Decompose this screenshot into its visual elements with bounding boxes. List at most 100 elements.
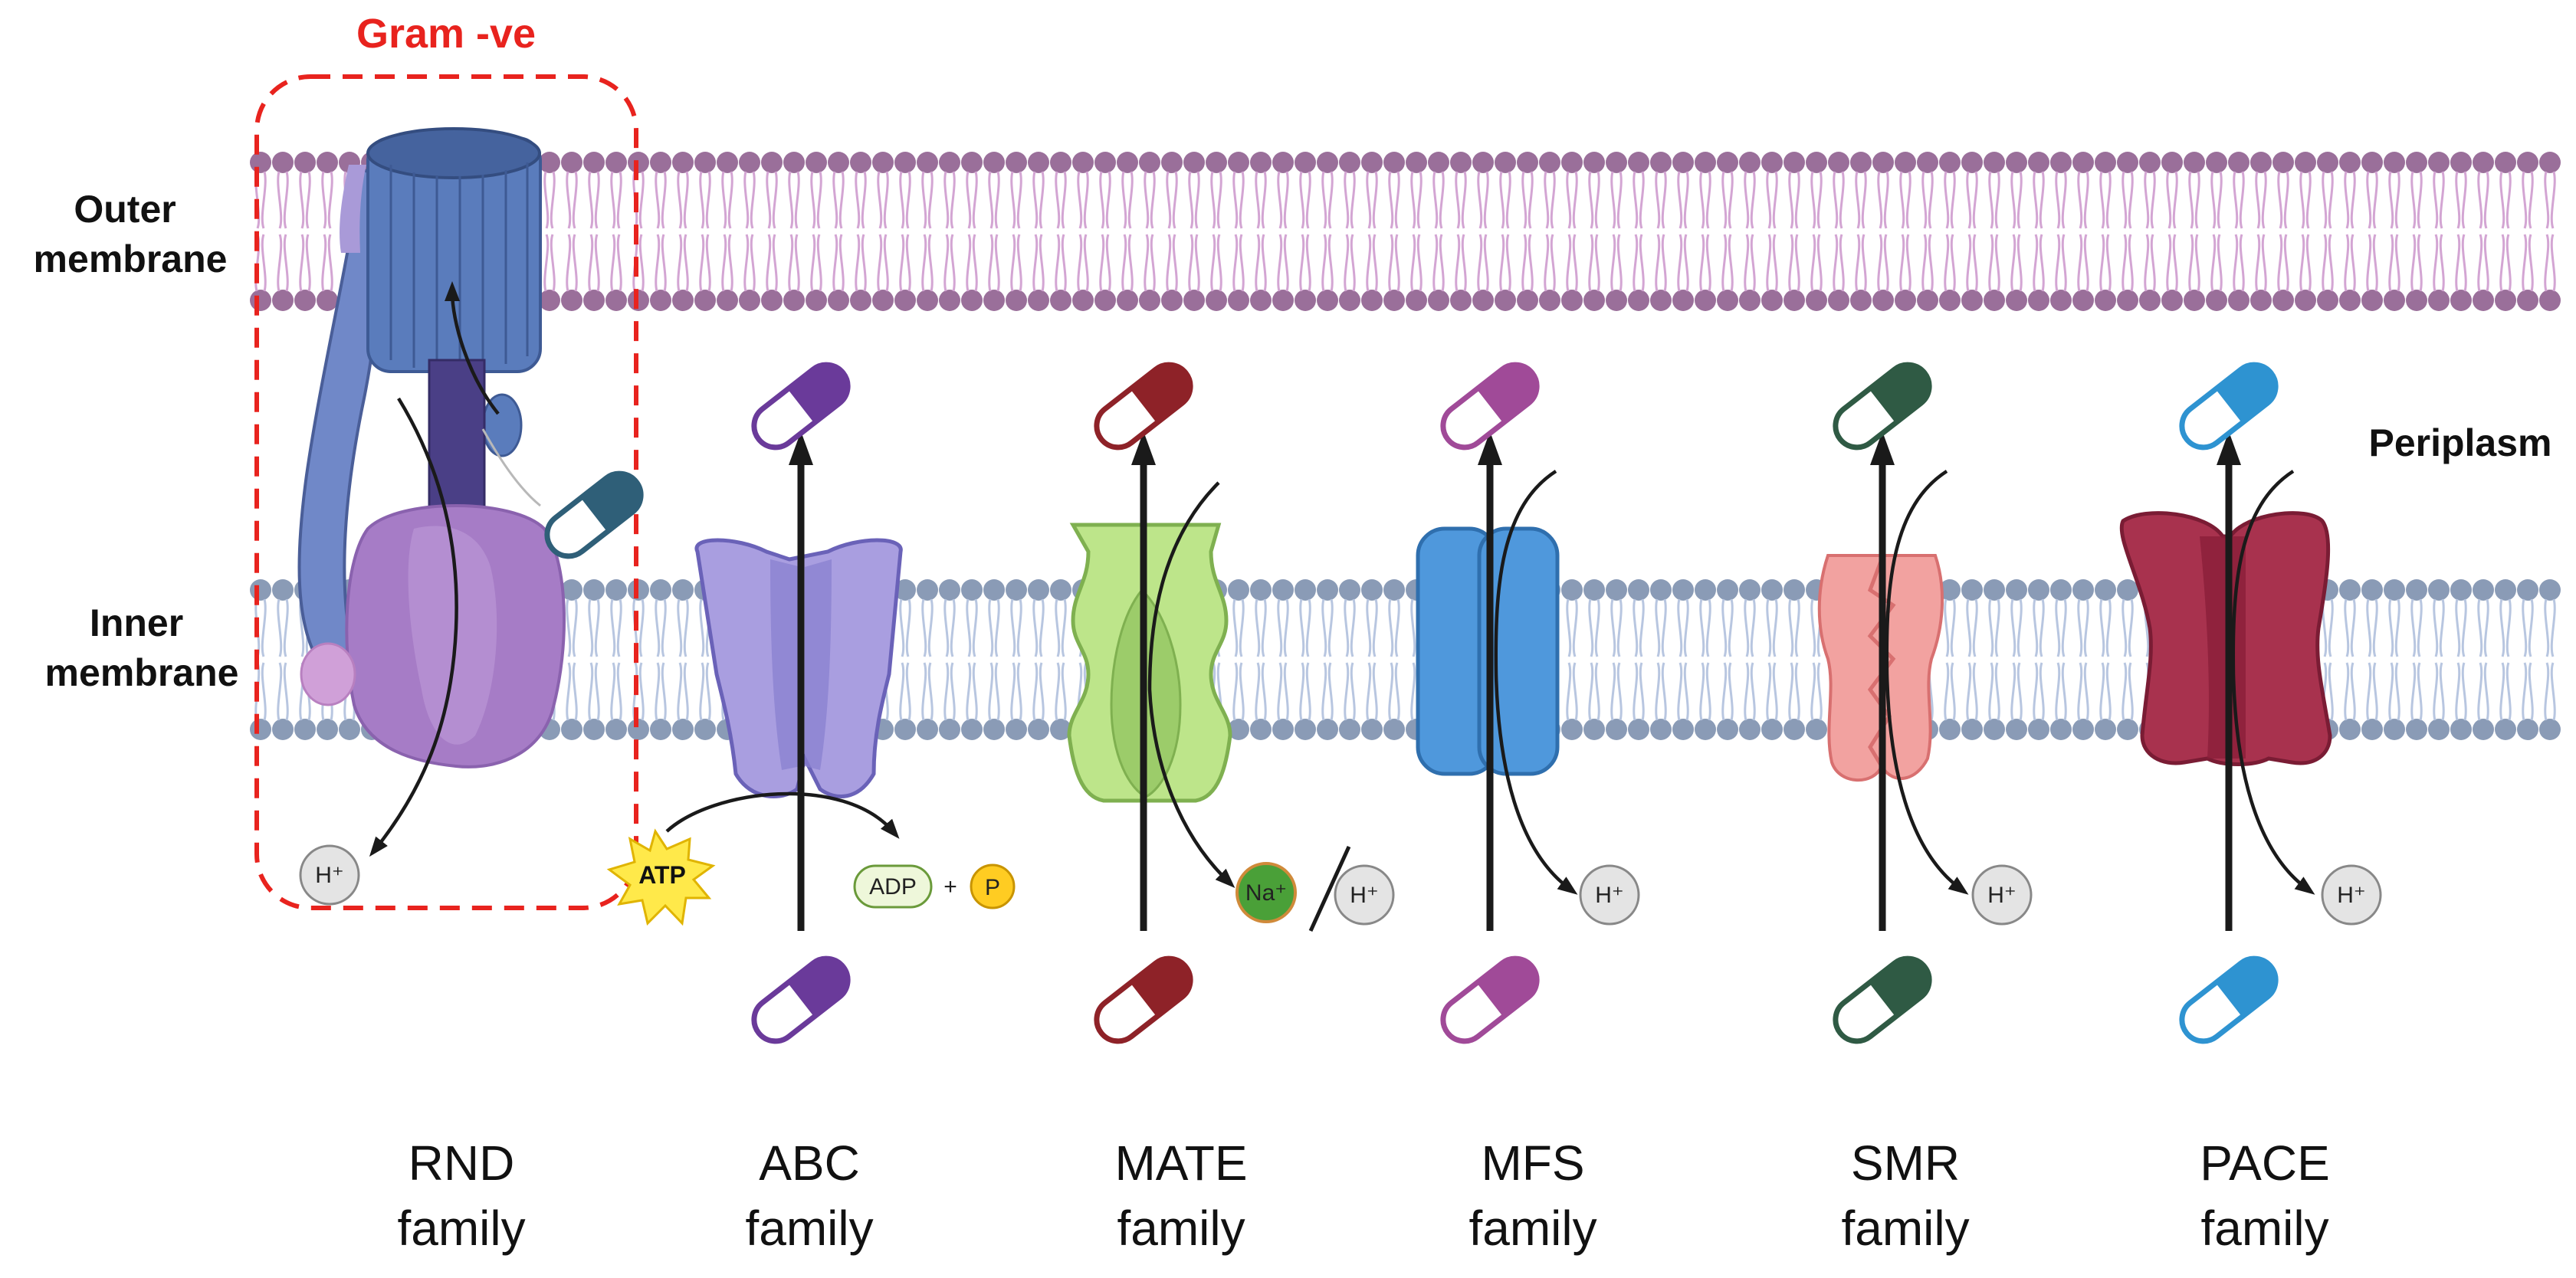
outer-membrane-lipid-head xyxy=(250,152,271,173)
outer-membrane-lipid-head xyxy=(1006,152,1027,173)
outer-membrane-lipid-head xyxy=(2473,290,2494,311)
drug-capsule-top xyxy=(751,362,851,451)
outer-membrane-lipid-head xyxy=(717,290,738,311)
outer-membrane-lipid-head xyxy=(1806,152,1827,173)
outer-membrane-lipid-tail xyxy=(2055,171,2067,292)
outer-membrane-lipid-head xyxy=(1828,152,1849,173)
inner-membrane-lipid-tail xyxy=(988,598,1000,721)
outer-membrane-lipid-head xyxy=(2161,290,2183,311)
gram-negative-label: Gram -ve xyxy=(356,11,536,57)
inner-membrane-lipid-head xyxy=(2361,579,2383,601)
inner-membrane-lipid-head xyxy=(1695,579,1716,601)
pace-proton-label: H⁺ xyxy=(2337,883,2366,908)
family-name-mfs: MFS xyxy=(1481,1135,1584,1191)
outer-membrane-lipid-tail xyxy=(2366,171,2378,292)
outer-membrane-lipid-head xyxy=(1784,290,1805,311)
inner-membrane-lipid-tail xyxy=(2410,598,2423,721)
drug-capsule-bottom xyxy=(2179,955,2279,1044)
outer-membrane-lipid-head xyxy=(2406,290,2427,311)
family-name-mate: MATE xyxy=(1114,1135,1247,1191)
outer-membrane-lipid-head xyxy=(1117,152,1138,173)
outer-membrane-lipid-tail xyxy=(299,171,311,292)
outer-membrane-lipid-tail xyxy=(1699,171,1711,292)
outer-membrane-lipid-head xyxy=(1517,290,1538,311)
outer-membrane-lipid-tail xyxy=(1833,171,1845,292)
outer-membrane-lipid-head xyxy=(1361,152,1383,173)
inner-membrane-lipid-head xyxy=(1695,719,1716,740)
outer-membrane-lipid-tail xyxy=(1210,171,1222,292)
outer-membrane-lipid-tail xyxy=(1810,171,1823,292)
inner-membrane-lipid-head xyxy=(1295,579,1316,601)
inner-membrane-lipid-head xyxy=(1050,579,1071,601)
drug-capsule-bottom-fill xyxy=(787,958,848,1017)
inner-membrane-lipid-head xyxy=(1006,579,1027,601)
inner-membrane-lipid-head xyxy=(2006,579,2027,601)
outer-membrane-lipid-head xyxy=(1272,290,1294,311)
inner-membrane-lipid-head xyxy=(272,579,294,601)
outer-membrane-lipid-head xyxy=(983,290,1005,311)
inner-membrane-lipid-head xyxy=(1317,719,1338,740)
inner-membrane-lipid-head xyxy=(939,579,960,601)
outer-membrane-lipid-tail xyxy=(1321,171,1334,292)
outer-membrane-lipid-tail xyxy=(321,171,333,292)
outer-membrane-lipid-head xyxy=(1206,152,1227,173)
inner-membrane-lipid-tail xyxy=(655,598,667,721)
outer-membrane-lipid-head xyxy=(761,290,783,311)
outer-membrane-lipid-tail xyxy=(2455,171,2467,292)
outer-membrane-lipid-head xyxy=(2428,290,2450,311)
outer-membrane-lipid-head xyxy=(1628,152,1649,173)
outer-membrane-lipid-head xyxy=(583,152,605,173)
inner-membrane-lipid-tail xyxy=(1277,598,1289,721)
inner-membrane-lipid-tail xyxy=(2366,598,2378,721)
family-labels: RNDfamilyABCfamilyMATEfamilyMFSfamilySMR… xyxy=(397,1135,2329,1256)
inner-membrane-lipid-head xyxy=(1583,579,1605,601)
inner-membrane-lipid-tail xyxy=(1766,598,1778,721)
inner-membrane-lipid-tail xyxy=(2344,598,2356,721)
outer-membrane-lipid-head xyxy=(1761,152,1783,173)
inner-membrane-lipid-head xyxy=(917,719,938,740)
outer-membrane-lipid-head xyxy=(1939,152,1961,173)
pace-proton-arrow xyxy=(2231,470,2315,895)
outer-membrane-lipid-head xyxy=(2539,152,2561,173)
inner-membrane-lipid-head xyxy=(1761,719,1783,740)
outer-membrane-lipid-tail xyxy=(2344,171,2356,292)
inner-membrane-lipid-tail xyxy=(1299,598,1311,721)
inner-membrane-lipid-tail xyxy=(566,598,578,721)
outer-membrane-lipid-tail xyxy=(677,171,689,292)
outer-membrane-lipid-head xyxy=(694,152,716,173)
outer-membrane-lipid-head xyxy=(2450,290,2472,311)
outer-membrane-lipid-head xyxy=(1183,152,1205,173)
outer-membrane-lipid-head xyxy=(561,290,582,311)
outer-membrane-lipid-head xyxy=(1250,290,1272,311)
outer-membrane-lipid-tail xyxy=(1010,171,1022,292)
rnd-pump-lobe xyxy=(408,526,497,745)
outer-membrane-lipid-head xyxy=(783,290,805,311)
outer-membrane-lipid-tail xyxy=(1944,171,1956,292)
outer-membrane-lipid-head xyxy=(1272,152,1294,173)
outer-membrane-lipid-head xyxy=(1806,290,1827,311)
inner-membrane-lipid-head xyxy=(2117,719,2138,740)
outer-membrane-lipid-head xyxy=(1583,152,1605,173)
outer-membrane-lipid-tail xyxy=(1277,171,1289,292)
drug-capsule-top-fill xyxy=(1476,365,1537,424)
outer-membrane-lipid-head xyxy=(1828,290,1849,311)
outer-membrane-lipid-tail xyxy=(743,171,756,292)
inner-membrane-lipid-head xyxy=(1028,579,1049,601)
adp-plus: + xyxy=(943,874,957,900)
outer-membrane-label: Outer membrane xyxy=(34,188,228,280)
inner-membrane-lipid-tail xyxy=(1588,598,1600,721)
outer-membrane-lipid-head xyxy=(2161,152,2183,173)
outer-membrane-lipid-tail xyxy=(988,171,1000,292)
inner-membrane-lipid-head xyxy=(2028,579,2049,601)
outer-membrane-lipid-tail xyxy=(610,171,622,292)
inner-membrane-lipid-tail xyxy=(2322,598,2334,721)
adp-pill xyxy=(853,864,933,909)
family-word-pace: family xyxy=(2200,1201,2328,1256)
inner-membrane-lipid-head xyxy=(650,579,671,601)
outer-membrane-lipid-head xyxy=(1695,152,1716,173)
outer-membrane-lipid-head xyxy=(2361,290,2383,311)
outer-membrane-lipid-head xyxy=(1717,290,1738,311)
outer-membrane-lipid-tail xyxy=(1721,171,1734,292)
inner-membrane-lipid-head xyxy=(1806,719,1827,740)
drug-capsule-bottom-fill xyxy=(1476,958,1537,1017)
